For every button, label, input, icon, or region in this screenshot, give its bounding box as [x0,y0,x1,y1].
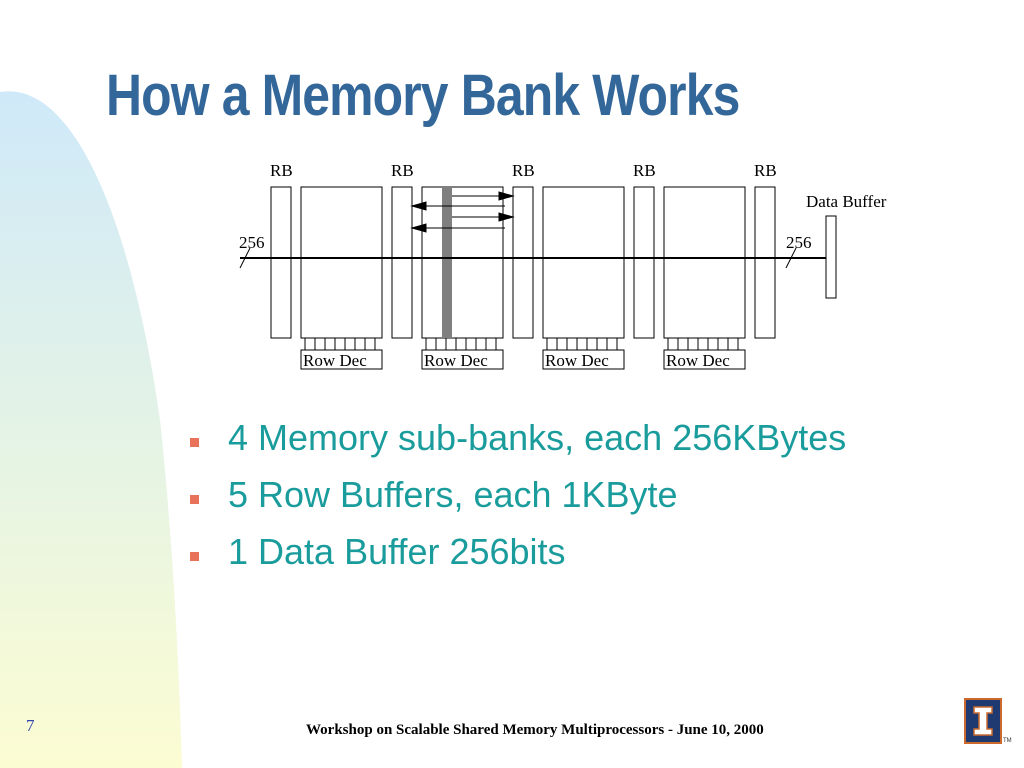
row-decoder-label-3: Row Dec [545,351,609,370]
row-buffer-1 [270,186,292,339]
row-decoder-4 [663,349,746,370]
memory-sub-bank-3 [542,186,625,339]
rb-label-1: RB [270,161,293,180]
memory-bank-diagram: RB RB RB RB RB 256 256 Data Buffer [239,161,887,370]
active-row-highlight [442,187,452,338]
rb-label-5: RB [754,161,777,180]
bus-width-left: 256 [239,233,265,252]
rb-label-2: RB [391,161,414,180]
rb-label-4: RB [633,161,656,180]
slide-title: How a Memory Bank Works [106,63,740,128]
data-buffer-label: Data Buffer [806,192,887,211]
row-decoder-label-2: Row Dec [424,351,488,370]
bus-slash-left [239,247,251,269]
bullet-text: 4 Memory sub-banks, each 256KBytes [228,417,847,458]
bus-slash-right [785,247,797,269]
data-buffer [825,215,837,299]
memory-sub-bank-2 [421,186,504,339]
row-decoder-1 [300,349,383,370]
memory-sub-bank-4 [663,186,746,339]
row-decoder-3 [542,349,625,370]
trademark-mark: TM [1003,738,1012,744]
bullet-text: 1 Data Buffer 256bits [228,531,566,572]
bullet-square-icon [190,438,199,447]
row-buffer-3 [512,186,534,339]
row-buffer-4 [633,186,655,339]
row-decoder-2 [421,349,504,370]
decoder-ticks [304,338,739,350]
transfer-arrows [410,191,515,233]
rb-label-3: RB [512,161,535,180]
bus-width-right: 256 [786,233,812,252]
page-number: 7 [26,716,35,735]
footer-text: Workshop on Scalable Shared Memory Multi… [306,722,764,738]
bullet-text: 5 Row Buffers, each 1KByte [228,474,678,515]
row-decoder-label-1: Row Dec [303,351,367,370]
row-buffer-2 [391,186,413,339]
row-buffer-5 [754,186,776,339]
memory-sub-bank-1 [300,186,383,339]
bullet-square-icon [190,495,199,504]
university-i-logo-icon [964,698,1002,744]
bullet-square-icon [190,552,199,561]
row-decoder-label-4: Row Dec [666,351,730,370]
